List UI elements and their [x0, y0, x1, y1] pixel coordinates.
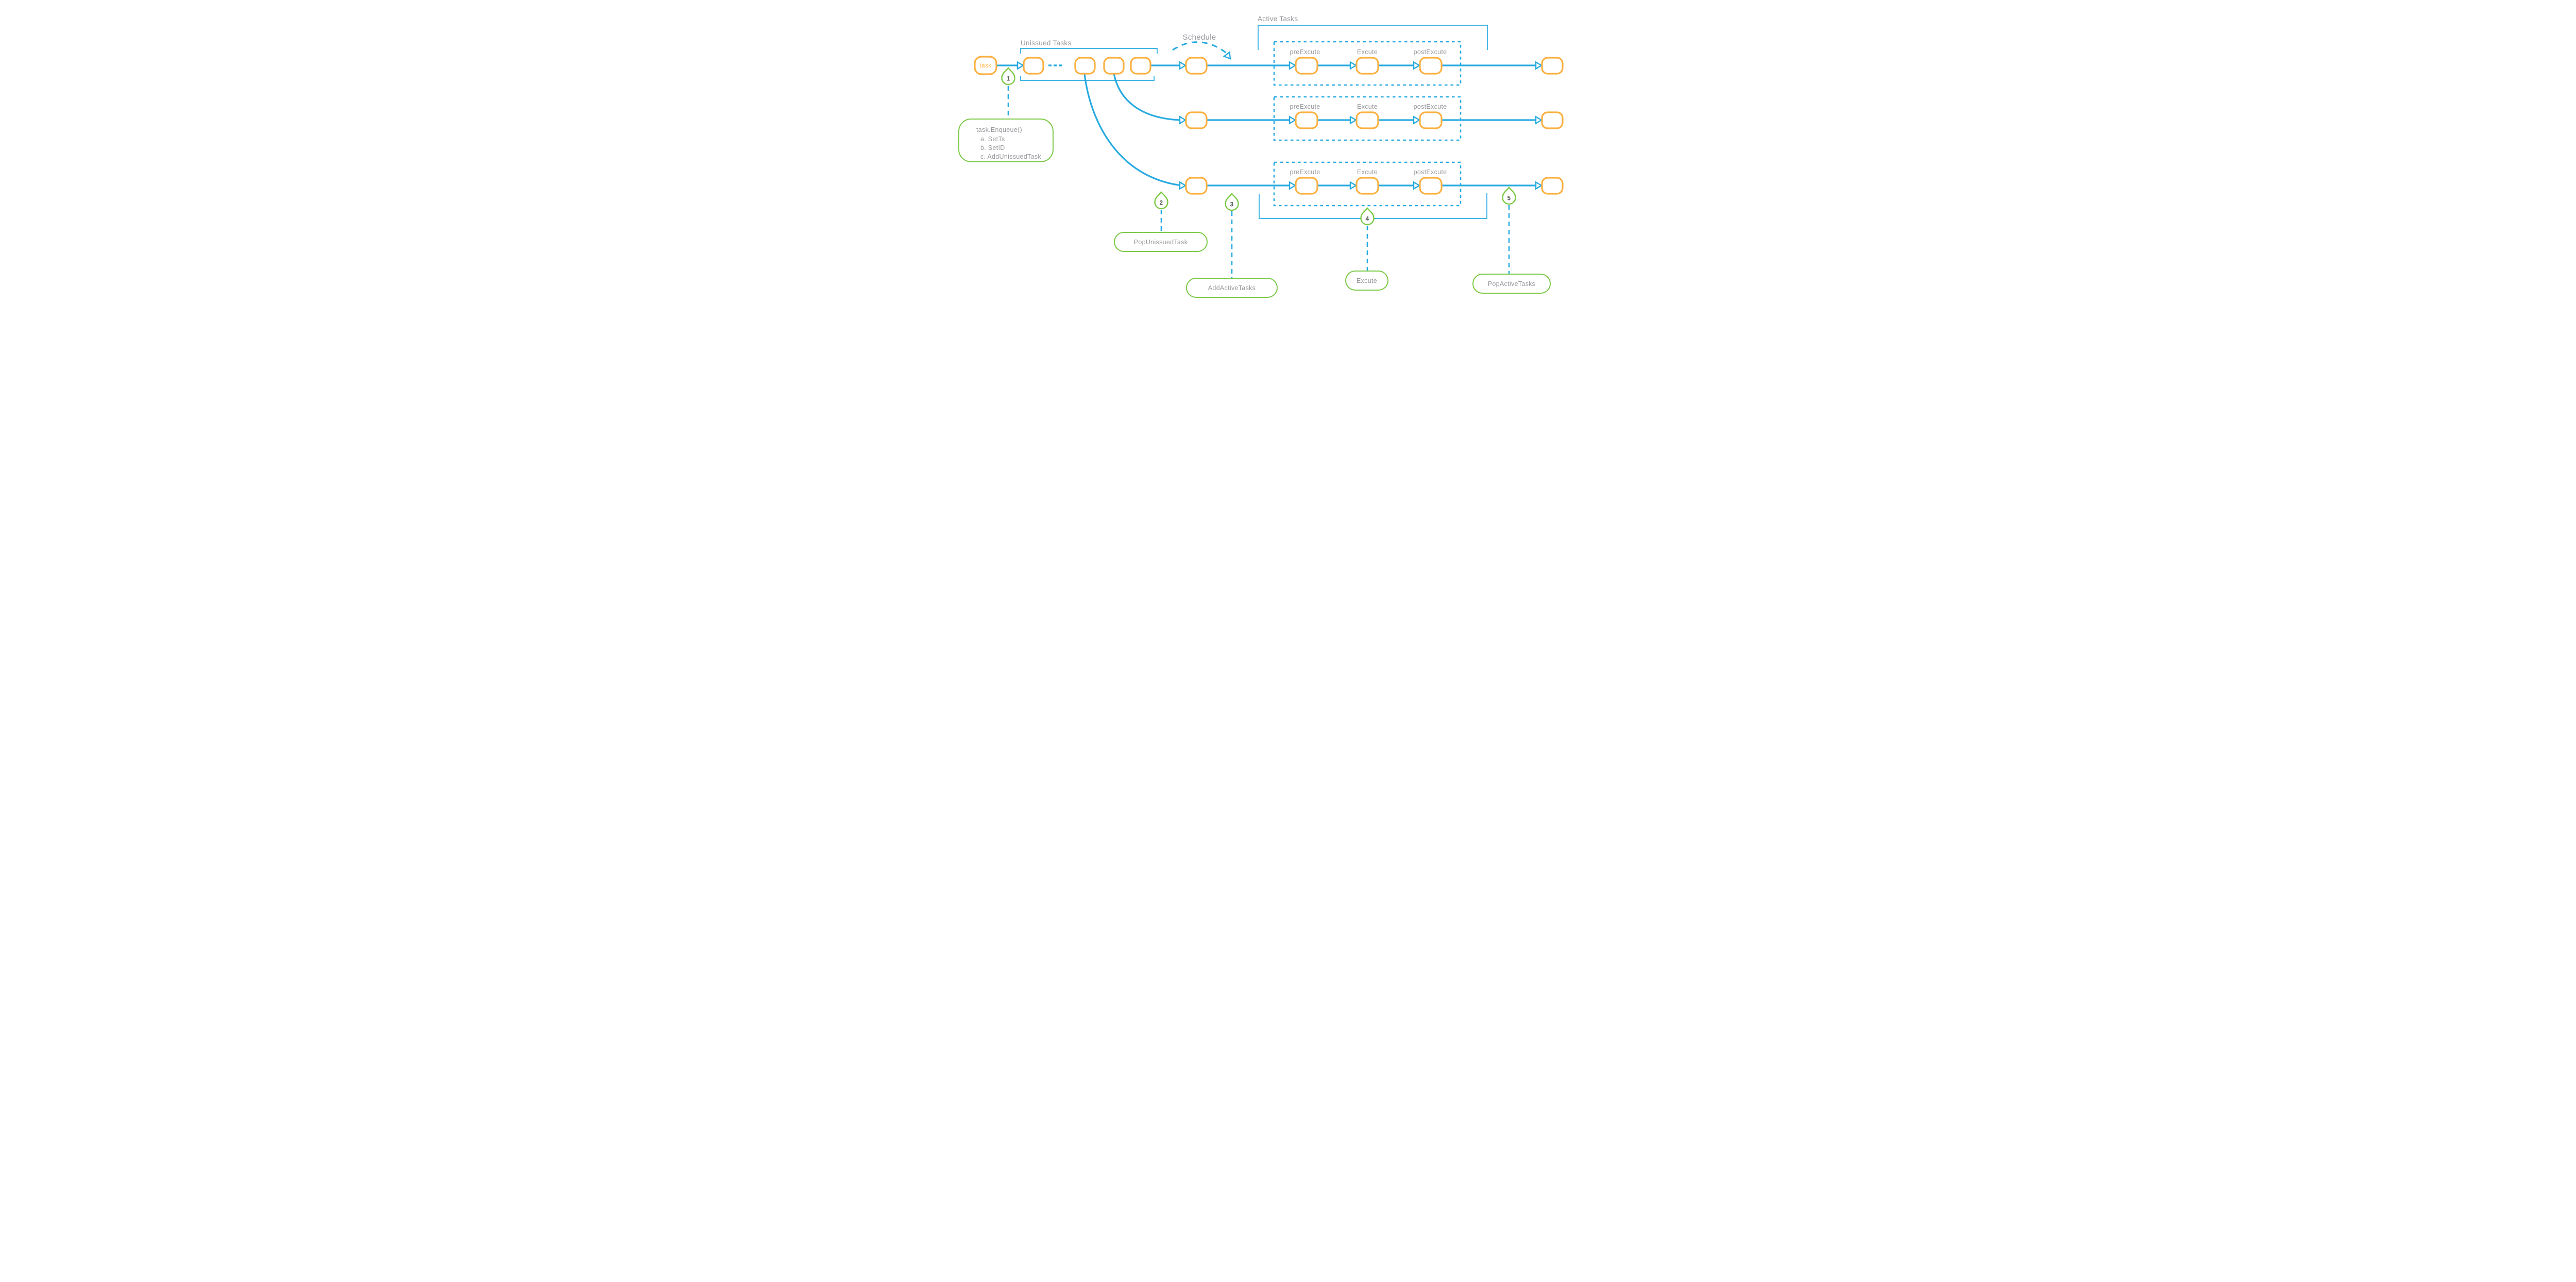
- excute-label-row3: Excute: [1357, 168, 1377, 176]
- excute-label-row1: Excute: [1357, 48, 1377, 56]
- marker-3-number: 3: [1230, 202, 1233, 208]
- arrowhead-icon: [1413, 61, 1420, 70]
- marker-3: 3: [1224, 193, 1239, 211]
- pre-excute-node-row1: [1294, 57, 1318, 75]
- note-enqueue: task.Enqueue() a. SetTs b. SetID c. AddU…: [958, 119, 1054, 162]
- schedule-label: Schedule: [1182, 33, 1216, 42]
- marker-5: 5: [1501, 187, 1516, 205]
- arrowhead-icon: [1179, 181, 1186, 190]
- post-excute-node-row1: [1418, 57, 1443, 75]
- active-task-box-row3: [1273, 161, 1461, 207]
- note-enqueue-box: [958, 119, 1054, 162]
- arrowhead-icon: [1535, 61, 1542, 70]
- flow-row-3: [1179, 181, 1542, 190]
- note-pop-unissued-box: [1113, 232, 1208, 252]
- note-enqueue-item-c: c. AddUnissuedTask: [980, 153, 1041, 160]
- marker-4: 4: [1360, 207, 1375, 226]
- dispatch-curve-to-row3: [1083, 73, 1180, 187]
- done-node-row1: [1540, 57, 1564, 75]
- unissued-tasks-label: Unissued Tasks: [1021, 39, 1072, 47]
- marker-4-number: 4: [1365, 216, 1369, 223]
- note-excute: Excute: [1345, 271, 1388, 291]
- pre-excute-label-row3: preExcute: [1290, 168, 1320, 176]
- excute-node-row3: [1355, 177, 1379, 195]
- arrowhead-icon: [1179, 61, 1186, 70]
- active-task-box-row2: [1273, 96, 1461, 141]
- post-excute-label-row3: postExcute: [1413, 168, 1447, 176]
- arrowhead-icon: [1413, 181, 1420, 190]
- marker-1-number: 1: [1006, 76, 1010, 82]
- post-excute-label-row1: postExcute: [1413, 48, 1447, 56]
- arrowhead-icon: [1179, 116, 1186, 124]
- marker-5-number: 5: [1507, 196, 1511, 202]
- excute-label-row2: Excute: [1357, 103, 1377, 110]
- arrowhead-icon: [1016, 61, 1024, 70]
- unissued-tasks-bracket-bottom: [1020, 76, 1155, 81]
- active-task-box-row1: [1273, 41, 1461, 86]
- schedule-arrowhead-icon: [1223, 52, 1233, 62]
- arrowhead-icon: [1535, 116, 1542, 124]
- schedule-arc: [1172, 41, 1228, 55]
- active-tasks-label: Active Tasks: [1258, 15, 1298, 23]
- note-add-active-tasks: AddActiveTasks: [1185, 278, 1278, 298]
- scheduled-node-row1: [1184, 57, 1208, 75]
- marker-2: 2: [1154, 191, 1168, 210]
- pre-excute-node-row3: [1294, 177, 1318, 195]
- arrowhead-icon: [1289, 181, 1296, 190]
- unissued-tasks-bracket-top: [1020, 48, 1158, 54]
- note-enqueue-title: task.Enqueue(): [976, 126, 1022, 133]
- flow-row-1: [996, 61, 1542, 70]
- task-node: [973, 56, 997, 75]
- unissued-queue-node-1: [1022, 57, 1044, 75]
- task-scheduler-diagram: Unissued Tasks Active Tasks Schedule: [958, 15, 1564, 298]
- dispatch-curve-to-row2: [1112, 73, 1180, 121]
- post-excute-node-row3: [1418, 177, 1443, 195]
- note-enqueue-item-a: a. SetTs: [980, 136, 1005, 143]
- note-add-active-label: AddActiveTasks: [1208, 284, 1255, 292]
- note-enqueue-item-b: b. SetID: [980, 144, 1005, 151]
- arrowhead-icon: [1413, 116, 1420, 124]
- active-tasks-bracket-top: [1257, 25, 1488, 50]
- excute-node-row2: [1355, 111, 1379, 129]
- arrowhead-icon: [1289, 116, 1296, 124]
- done-node-row3: [1540, 177, 1564, 195]
- arrowhead-icon: [1535, 181, 1542, 190]
- arrowhead-icon: [1349, 61, 1357, 70]
- marker-1: 1: [1001, 67, 1015, 86]
- unissued-queue-node-4: [1129, 57, 1151, 75]
- marker-2-number: 2: [1159, 200, 1163, 207]
- note-excute-label: Excute: [1356, 277, 1377, 284]
- note-pop-active-box: [1472, 274, 1551, 294]
- note-add-active-box: [1185, 278, 1278, 298]
- note-pop-unissued-task: PopUnissuedTask: [1113, 232, 1208, 252]
- scheduled-node-row2: [1184, 111, 1208, 129]
- post-excute-node-row2: [1418, 111, 1443, 129]
- task-node-label: task: [979, 63, 991, 69]
- scheduled-node-row3: [1184, 177, 1208, 195]
- arrowhead-icon: [1349, 116, 1357, 124]
- note-pop-active-label: PopActiveTasks: [1487, 280, 1535, 288]
- note-excute-box: [1345, 271, 1388, 291]
- excute-node-row1: [1355, 57, 1379, 75]
- pre-excute-label-row2: preExcute: [1290, 103, 1320, 110]
- flow-row-2: [1179, 116, 1542, 124]
- arrowhead-icon: [1289, 61, 1296, 70]
- nodes: task: [973, 56, 1564, 195]
- pre-excute-label-row1: preExcute: [1290, 48, 1320, 56]
- note-pop-active-tasks: PopActiveTasks: [1472, 274, 1551, 294]
- note-pop-unissued-label: PopUnissuedTask: [1133, 239, 1188, 246]
- pre-excute-node-row2: [1294, 111, 1318, 129]
- arrowhead-icon: [1349, 181, 1357, 190]
- unissued-queue-node-2: [1074, 57, 1096, 75]
- diagram-canvas: Unissued Tasks Active Tasks Schedule: [899, 0, 1677, 320]
- post-excute-label-row2: postExcute: [1413, 103, 1447, 110]
- unissued-queue-node-3: [1103, 57, 1125, 75]
- done-node-row2: [1540, 111, 1564, 129]
